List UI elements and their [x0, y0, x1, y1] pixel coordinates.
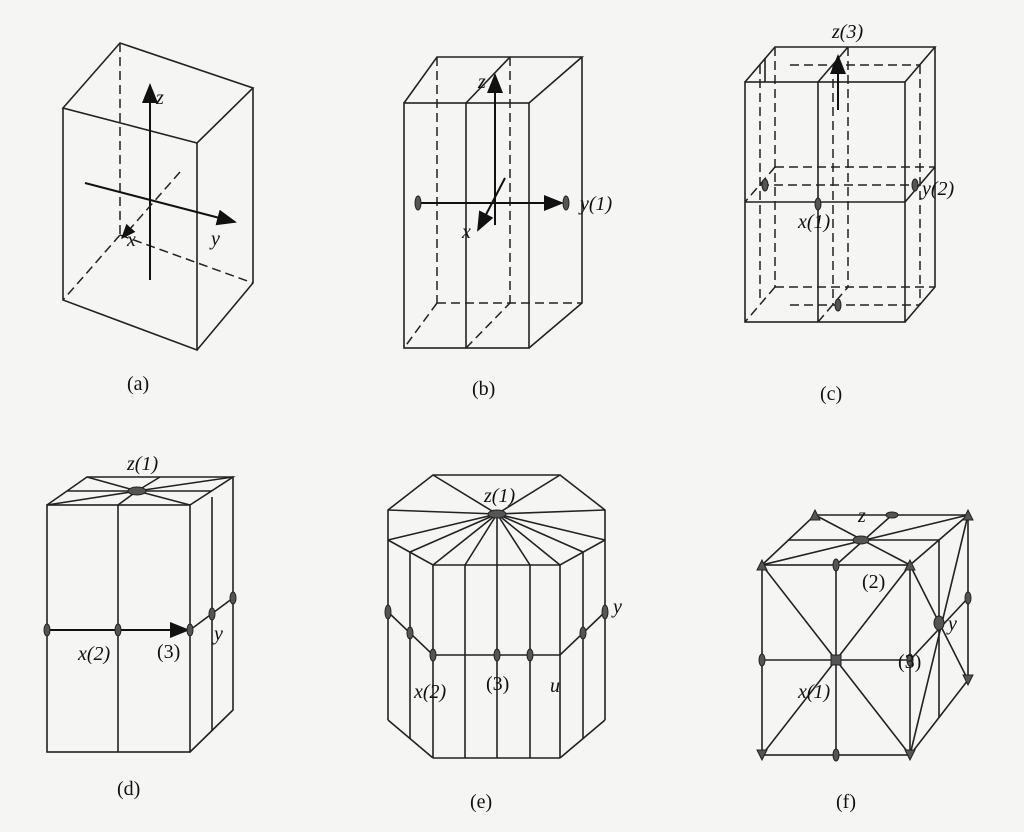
label-e-y: y — [611, 596, 622, 618]
label-a-y: y — [209, 228, 220, 250]
label-f-2: (2) — [862, 571, 885, 593]
label-f-z: z — [857, 505, 866, 527]
label-b-y: y(1) — [578, 193, 613, 215]
label-d-z: z(1) — [126, 453, 158, 475]
panel-a-prism — [61, 42, 255, 352]
label-e-z: z(1) — [483, 485, 515, 507]
label-c-x: x(1) — [797, 211, 831, 233]
x-axis — [121, 171, 181, 240]
label-b-z: z — [477, 71, 486, 93]
caption-a: (a) — [127, 373, 149, 395]
caption-d: (d) — [117, 778, 140, 800]
label-e-x: x(2) — [413, 681, 447, 703]
caption-f: (f) — [836, 791, 856, 813]
label-a-x: x — [126, 229, 136, 251]
label-d-x: x(2) — [77, 643, 111, 665]
label-f-x: x(1) — [797, 681, 831, 703]
label-f-3: (3) — [898, 651, 921, 673]
label-a-z: z — [155, 87, 164, 109]
y-axis — [84, 182, 237, 226]
caption-b: (b) — [472, 378, 495, 400]
label-f-y: y — [946, 613, 957, 635]
panel-c-prism — [744, 46, 937, 323]
label-d-3: (3) — [157, 641, 180, 663]
panel-f-cube — [756, 508, 974, 762]
panel-d-prism — [43, 476, 237, 753]
label-c-y: y(2) — [920, 178, 955, 200]
label-c-z: z(3) — [831, 21, 863, 43]
label-e-u: u — [550, 675, 560, 697]
label-b-x: x — [461, 221, 471, 243]
caption-c: (c) — [820, 383, 842, 405]
panel-b-prism — [403, 56, 585, 349]
caption-e: (e) — [470, 791, 492, 813]
label-d-y: y — [212, 623, 223, 645]
panel-e-prism — [384, 474, 609, 759]
label-e-3: (3) — [486, 673, 509, 695]
